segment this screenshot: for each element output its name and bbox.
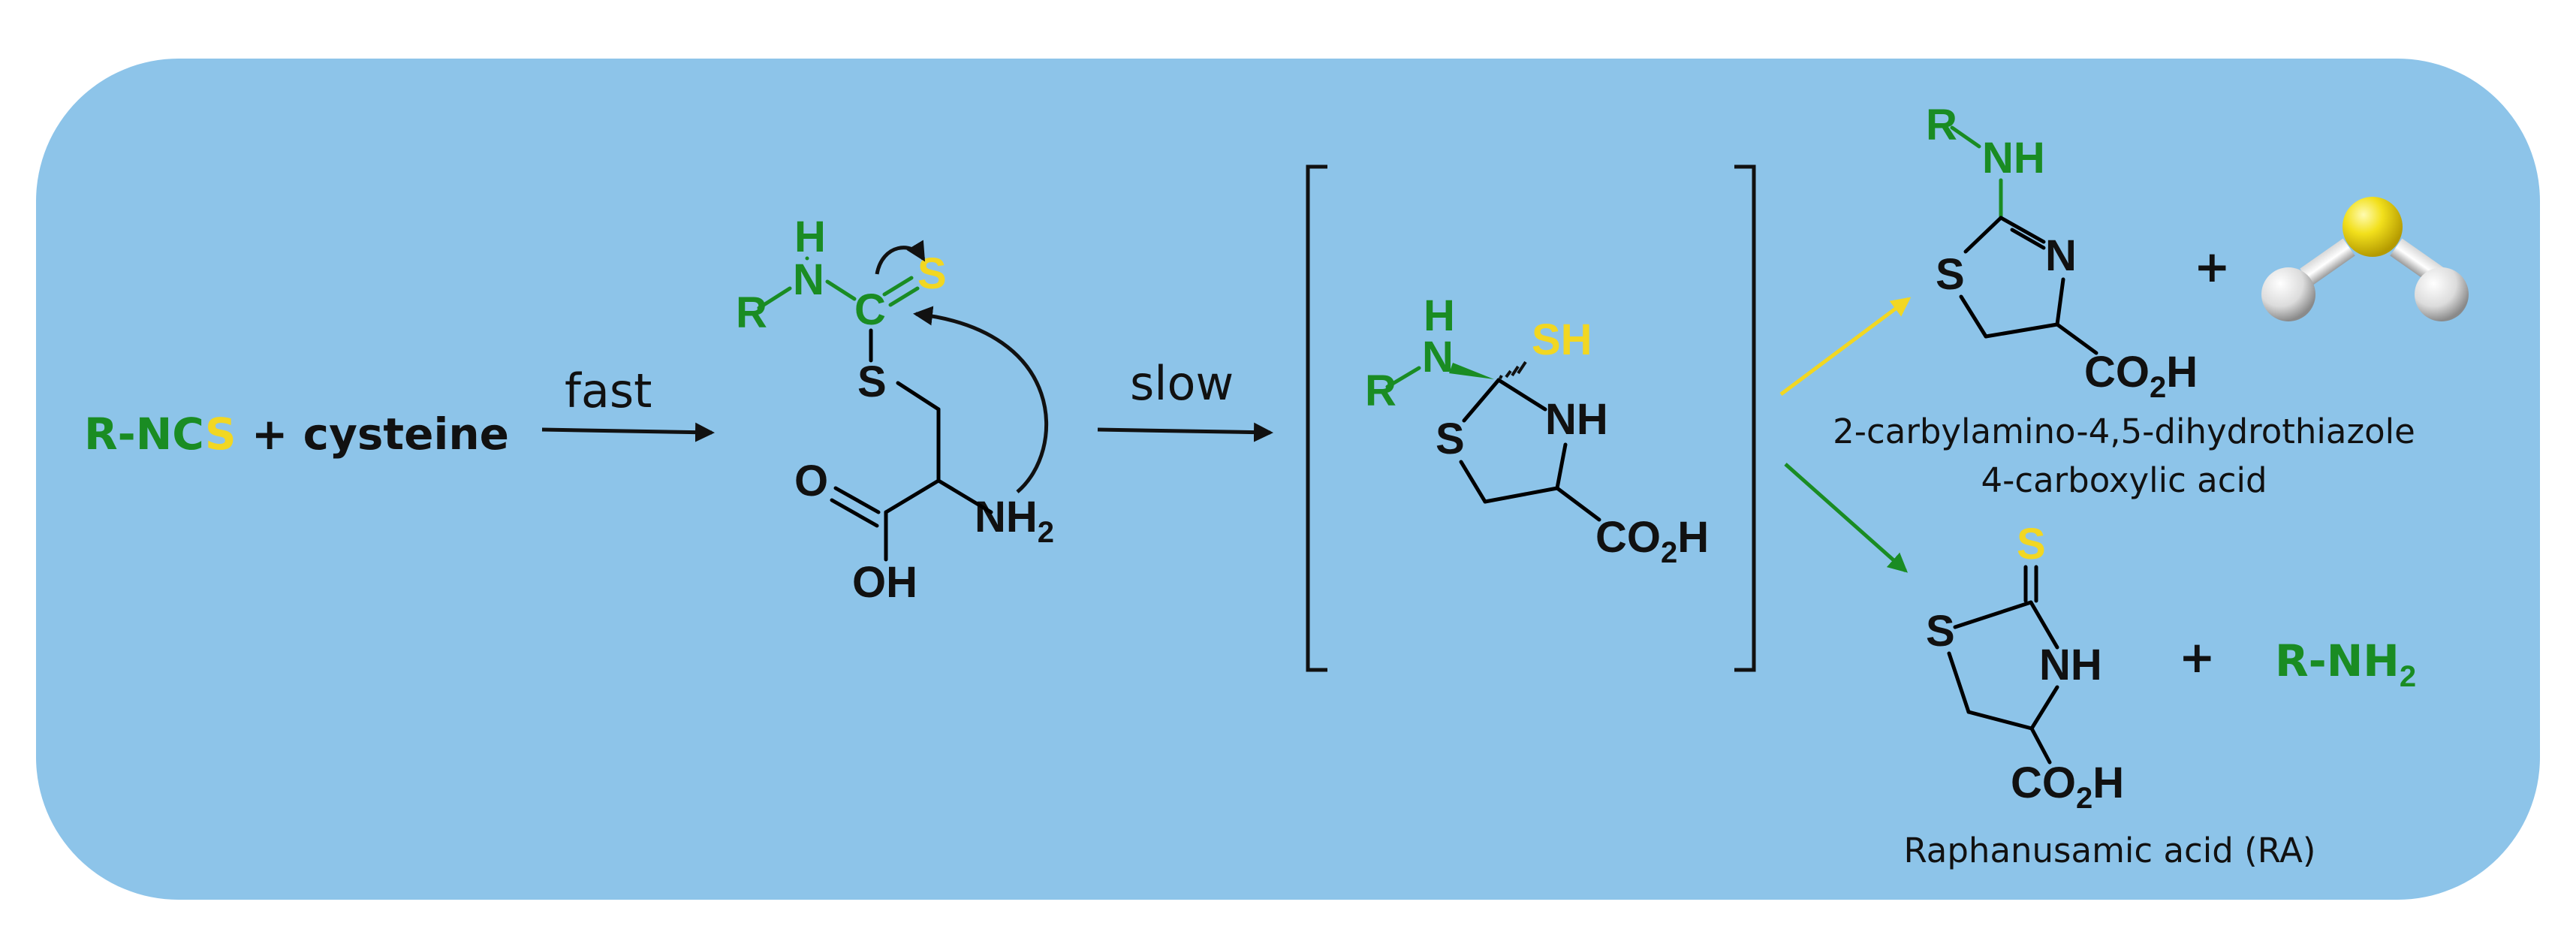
fast-label: fast: [565, 363, 652, 418]
product-top-r: R: [1926, 101, 1957, 149]
intermediate1-h: H: [794, 213, 826, 261]
intermediate1-r: R: [736, 288, 767, 337]
slow-arrow: [1097, 422, 1273, 442]
right-bracket: [1734, 164, 1756, 672]
intermediate-bracketed: H N R SH S NH CO2H: [1306, 164, 1756, 672]
reactant-cysteine: + cysteine: [237, 409, 509, 460]
intermediate2-nh-ring: NH: [1545, 395, 1608, 444]
product-bottom-name: Raphanusamic acid (RA): [1904, 831, 2316, 870]
intermediate1-s-thioether: S: [857, 357, 887, 406]
reactants-label: R-NCS + cysteine: [84, 409, 509, 460]
background-panel: [36, 59, 2540, 900]
reactant-isothiocyanate: R-NC: [84, 409, 205, 460]
product-top-name-line2: 4-carboxylic acid: [1981, 460, 2267, 500]
product-raphanusamic-acid: S S NH CO2H + R-NH2 Raphanusamic acid (R…: [1904, 520, 2417, 870]
product-dihydrothiazole: R NH S N CO2H + 2-carbylamino-4,5-dihydr…: [1833, 101, 2415, 500]
intermediate-dithiocarbamate: H N R C S S O OH NH2: [736, 213, 1054, 607]
intermediate2-r: R: [1365, 366, 1396, 415]
yellow-branch-arrow: [1779, 297, 1912, 397]
intermediate1-oh: OH: [852, 558, 917, 607]
intermediate2-s-ring: S: [1436, 415, 1465, 463]
product-top-plus: +: [2194, 241, 2231, 292]
h2s-ball-and-stick-icon: [2261, 197, 2469, 321]
reactant-sulfur: S: [205, 409, 237, 460]
product-bottom-co2h: CO2H: [2011, 759, 2124, 815]
product-top-nh: NH: [1982, 134, 2045, 182]
product-bottom-amine: R-NH2: [2275, 635, 2416, 693]
fast-arrow: [541, 422, 715, 442]
left-bracket: [1306, 164, 1327, 672]
intermediate1-nh2: NH2: [975, 493, 1054, 549]
product-top-co2h: CO2H: [2084, 348, 2198, 404]
intermediate2-h: H: [1424, 291, 1455, 340]
product-bottom-plus: +: [2179, 632, 2216, 683]
product-top-s: S: [1936, 250, 1965, 299]
product-top-name-line1: 2-carbylamino-4,5-dihydrothiazole: [1833, 412, 2415, 451]
intermediate2-n: N: [1422, 333, 1454, 382]
product-bottom-s-thione: S: [2017, 520, 2046, 569]
slow-label: slow: [1130, 356, 1234, 411]
intermediate1-o: O: [794, 457, 828, 505]
electron-arrow-large: [913, 306, 1049, 493]
product-bottom-nh: NH: [2039, 641, 2102, 689]
intermediate2-co2h: CO2H: [1595, 513, 1709, 569]
intermediate1-n: N: [793, 255, 824, 304]
product-bottom-s-ring: S: [1926, 607, 1955, 656]
electron-arrow-small: [875, 240, 926, 275]
intermediate2-sh: SH: [1532, 315, 1592, 364]
product-top-n: N: [2045, 231, 2077, 280]
intermediate1-c: C: [854, 285, 886, 334]
green-branch-arrow: [1784, 463, 1908, 573]
